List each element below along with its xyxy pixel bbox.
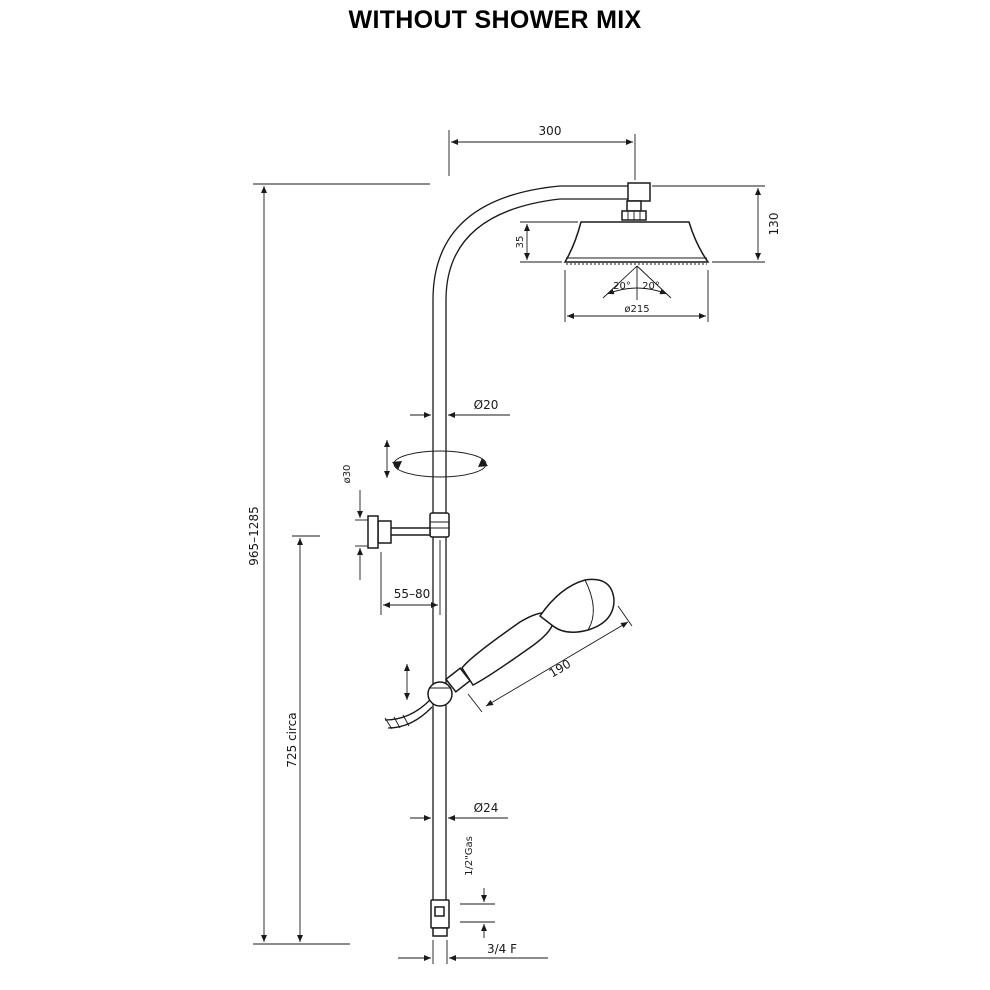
arm-end-fitting [627,182,651,202]
shower-head [563,221,710,265]
dim-lower-pipe-diameter: Ø24 [474,801,499,815]
shower-column [367,182,710,937]
page-title: WITHOUT SHOWER MIX [348,6,642,34]
head-connector [626,200,642,212]
dim-inlet-thread: 1/2"Gas [464,836,475,876]
dim-connection: 3/4 F [487,942,517,956]
dim-300: 300 [539,124,562,138]
slider-block [429,512,450,538]
dim-35: 35 [515,236,526,249]
rotation-arrow-icon [392,450,488,478]
bottom-cap [432,927,448,937]
dim-total-height: 965–1285 [247,506,261,565]
shower-hose [384,699,431,721]
curved-arm-inner [445,198,636,510]
wall-bracket-plate [367,515,379,549]
wall-bracket-arm [388,527,431,536]
dim-130: 130 [767,213,781,236]
wall-bracket-nut [377,520,392,544]
dim-handshower-height: 725 circa [285,712,299,767]
curved-arm [432,185,636,510]
dim-angle-right: 20° [642,281,660,292]
dim-wall-distance: 55–80 [394,587,431,601]
handshower-holder [427,681,453,707]
hand-shower [444,578,615,693]
dimension-lines: 300 130 35 20° 20° ø215 Ø20 [247,124,781,964]
dim-upper-pipe-diameter: Ø20 [474,398,499,412]
dim-angle-left: 20° [613,281,631,292]
dim-head-diameter: ø215 [624,304,649,315]
dim-bracket-diameter: ø30 [342,465,353,484]
inlet-hole [434,906,445,917]
dim-handshower-length: 190 [547,657,574,681]
